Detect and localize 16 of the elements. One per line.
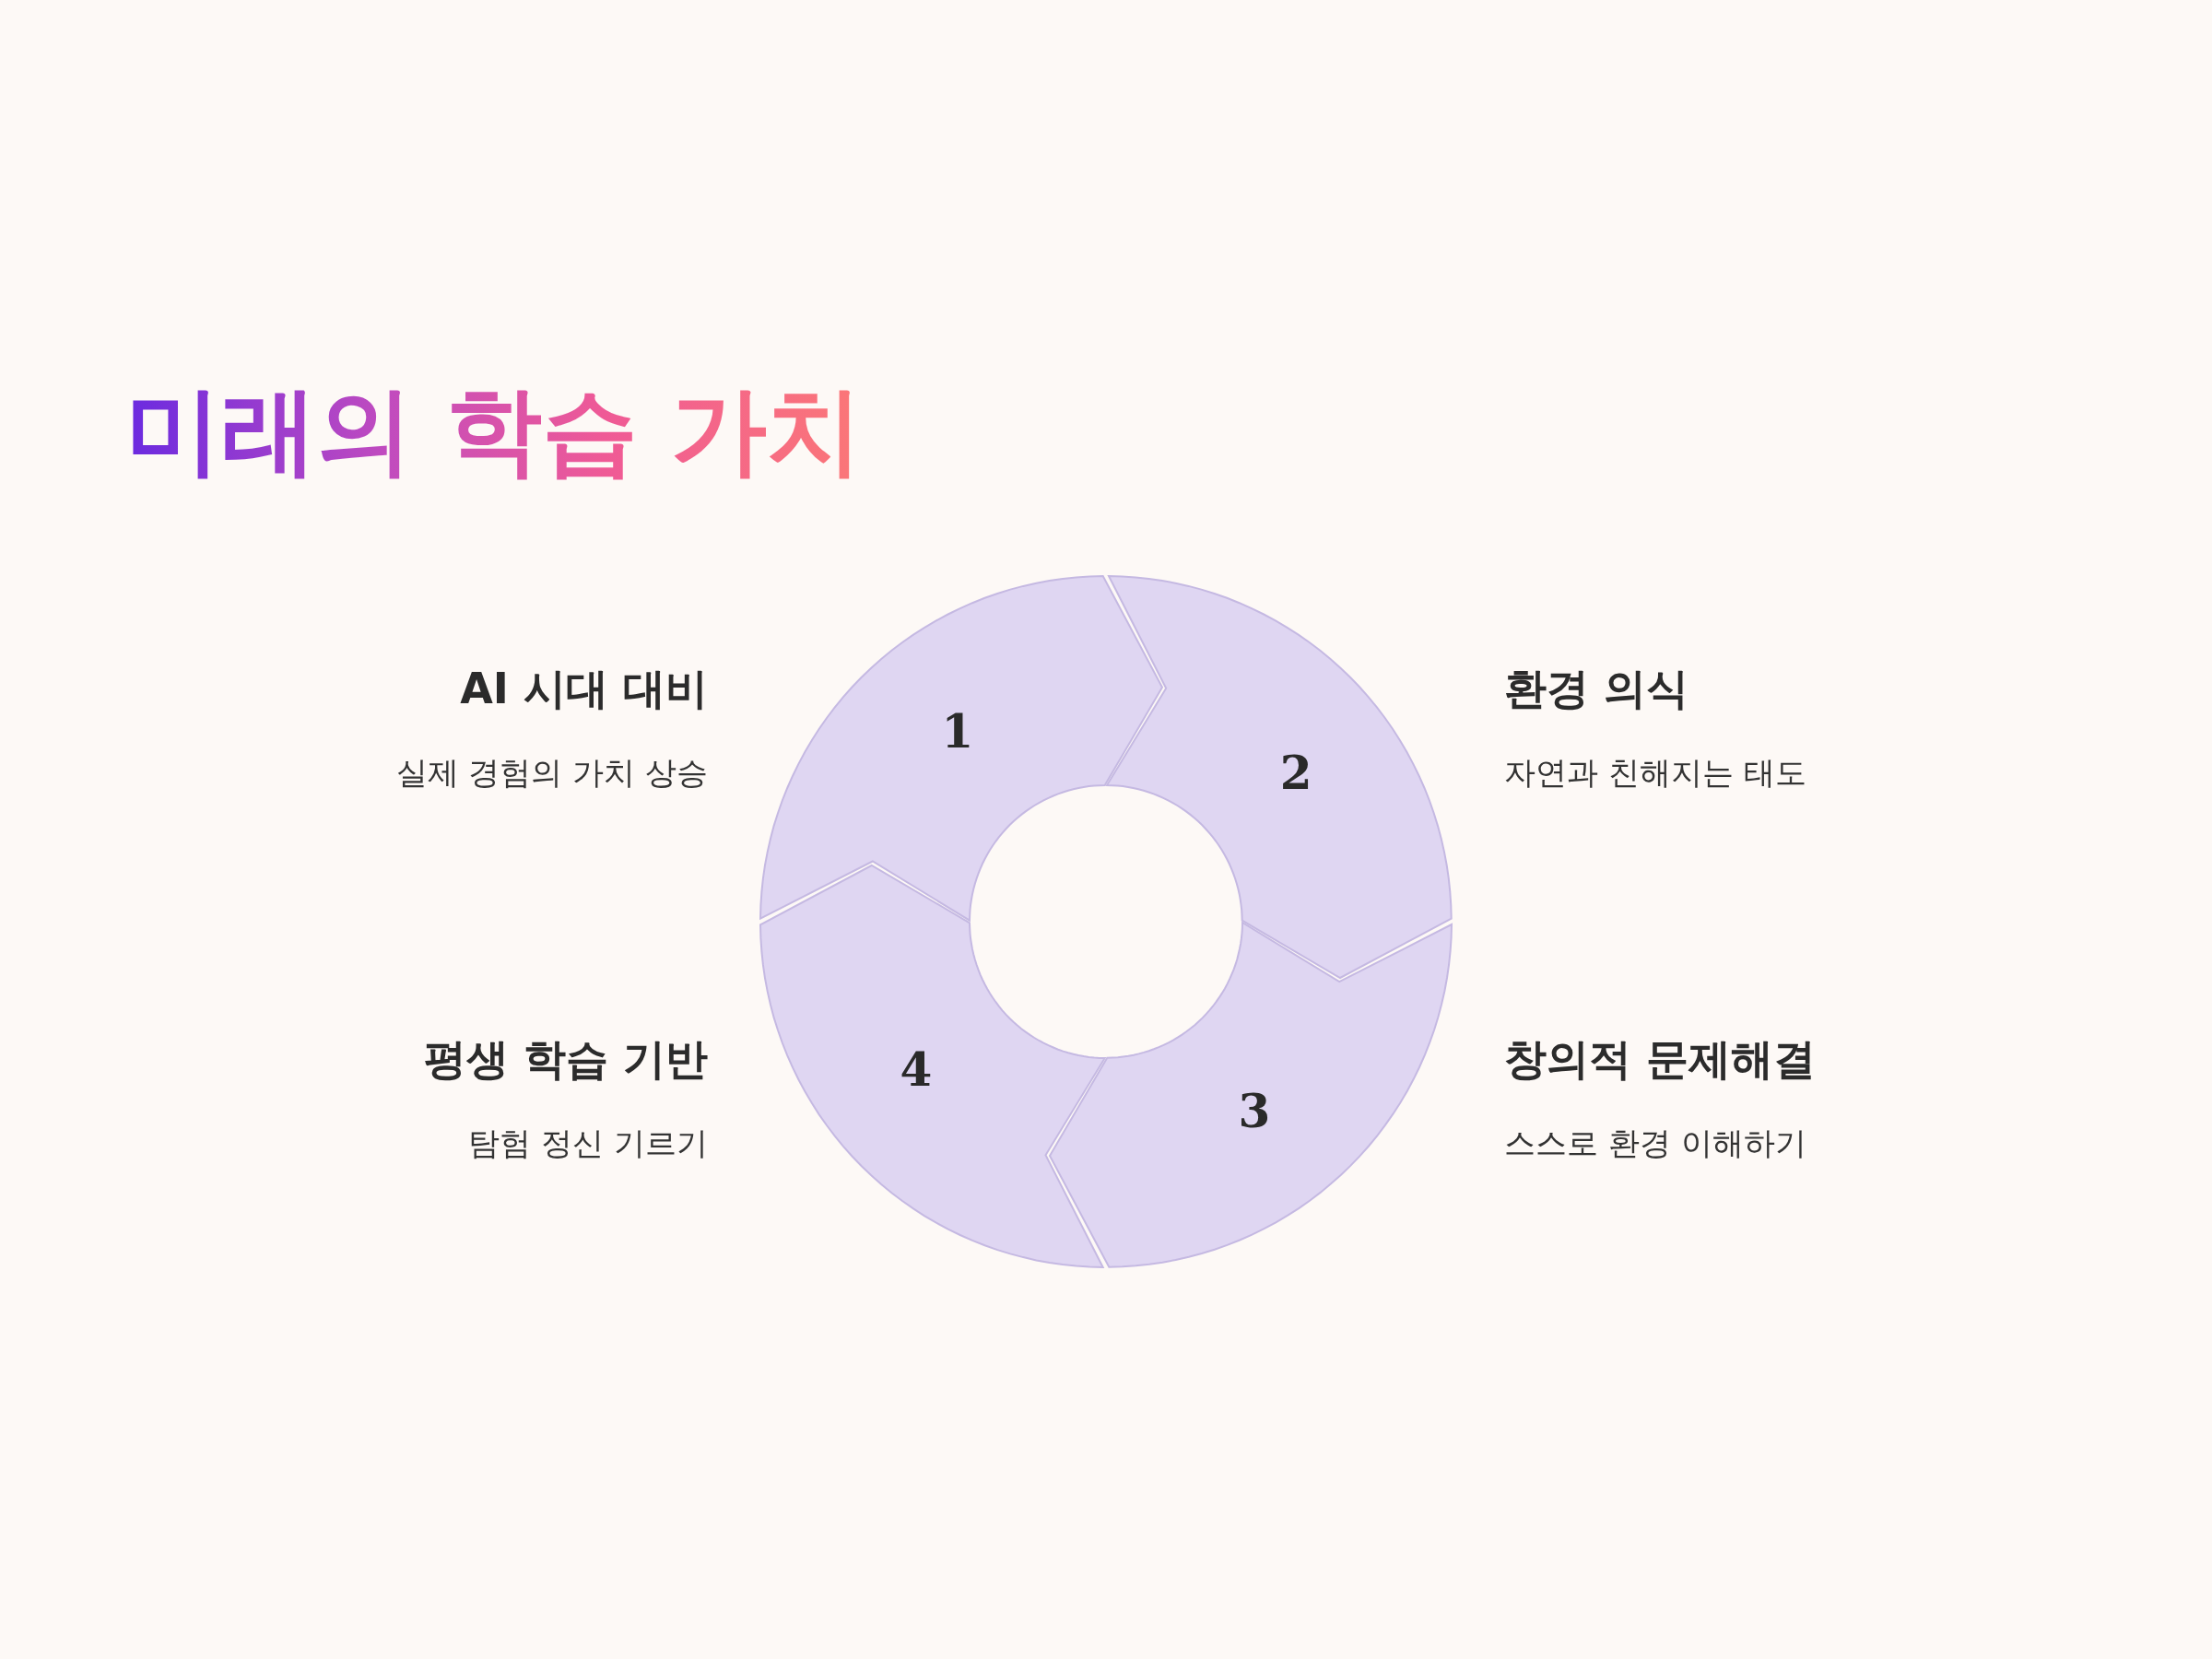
step-description: 스스로 환경 이해하기 <box>1504 1124 1806 1162</box>
step-number: 4 <box>900 1047 933 1093</box>
step-number: 2 <box>1279 750 1312 796</box>
step-description: 탐험 정신 기르기 <box>468 1124 708 1162</box>
step-heading: 창의적 문제해결 <box>1504 1034 1816 1086</box>
step-number: 1 <box>941 708 974 755</box>
step-heading: AI 시대 대비 <box>460 664 708 715</box>
step-description: 자연과 친해지는 태도 <box>1504 754 1806 792</box>
step-heading: 평생 학습 기반 <box>423 1034 708 1086</box>
ring-segment <box>760 576 1163 921</box>
ring-segment <box>1107 576 1452 979</box>
ring-segment <box>760 865 1105 1267</box>
ring-segment <box>1049 923 1452 1267</box>
step-number: 3 <box>1238 1088 1271 1135</box>
step-description: 실제 경험의 가치 상승 <box>395 754 708 792</box>
step-heading: 환경 의식 <box>1504 664 1688 715</box>
